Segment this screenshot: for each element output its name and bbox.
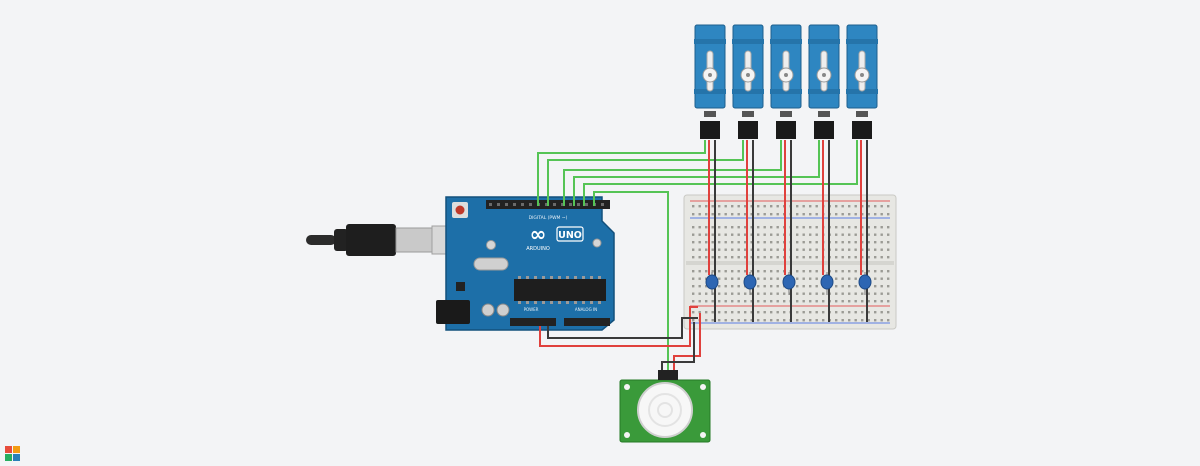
signal-wire-pir[interactable] [593,191,669,372]
pir-fresnel-lens [637,382,693,438]
signal-wire-servo-1[interactable] [537,140,706,206]
signal-wire-servo-5[interactable] [583,140,858,206]
pir-mount-hole-bl [624,432,630,438]
pir-ground-wire[interactable] [661,322,695,372]
app-logo-icon[interactable] [5,446,21,462]
usb-plug-body [346,224,396,256]
signal-wire-servo-4[interactable] [573,140,820,206]
analog-header-label: ANALOG IN [575,307,597,312]
signal-wire-servo-2[interactable] [547,140,744,206]
capacitor-2 [496,303,510,317]
regulator-chip [456,282,465,291]
atmega-chip-pins [518,276,601,304]
pir-motion-sensor[interactable] [619,370,711,443]
signal-wire-servo-3[interactable] [563,140,782,206]
arduino-infinity-logo: ∞ [530,222,547,246]
arduino-gnd-wire[interactable] [547,317,698,339]
pir-sensor-pins [658,370,678,380]
capacitor-servo-2[interactable] [743,272,757,295]
pir-lens-center [657,402,673,418]
board-mount-hole-right [592,238,602,248]
analog-pin-header[interactable] [564,318,610,326]
servo-motor-1[interactable] [694,24,726,139]
arduino-uno-board[interactable]: DIGITAL (PWM ~) ∞ UNO ARDUINO POWER ANAL… [436,196,615,331]
crystal-oscillator [473,257,509,271]
servo-motor-4[interactable] [808,24,840,139]
capacitor-servo-3[interactable] [782,272,796,295]
reset-button-cap [455,205,465,215]
capacitors [705,272,872,295]
digital-header-label: DIGITAL (PWM ~) [529,215,568,221]
capacitor-1 [481,303,495,317]
usb-plug-metal [395,227,435,253]
usb-cable[interactable] [306,224,469,256]
board-mount-hole [486,240,496,250]
capacitor-servo-1[interactable] [705,272,719,295]
servo-motor-3[interactable] [770,24,802,139]
pir-lens-ring [648,393,682,427]
servo-motor-5[interactable] [846,24,878,139]
dc-power-jack [436,300,470,324]
uno-label-box [556,226,584,242]
arduino-brand-label: ARDUINO [526,246,550,252]
pir-power-wire[interactable] [673,313,701,372]
capacitor-servo-5[interactable] [858,272,872,295]
pir-mount-hole-tr [700,384,706,390]
atmega-chip [514,279,606,301]
power-header-label: POWER [524,307,539,312]
uno-label: UNO [558,230,582,241]
pir-mount-hole-tl [624,384,630,390]
servo-motor-2[interactable] [732,24,764,139]
pir-mount-hole-br [700,432,706,438]
capacitor-servo-4[interactable] [820,272,834,295]
usb-cable-strain-relief [334,229,348,251]
power-pin-header[interactable] [510,318,556,326]
digital-pin-holes [489,203,604,206]
usb-cable-cord [306,235,336,245]
arduino-5v-wire[interactable] [539,306,698,347]
wires [537,140,868,372]
servo-motors [694,24,878,139]
